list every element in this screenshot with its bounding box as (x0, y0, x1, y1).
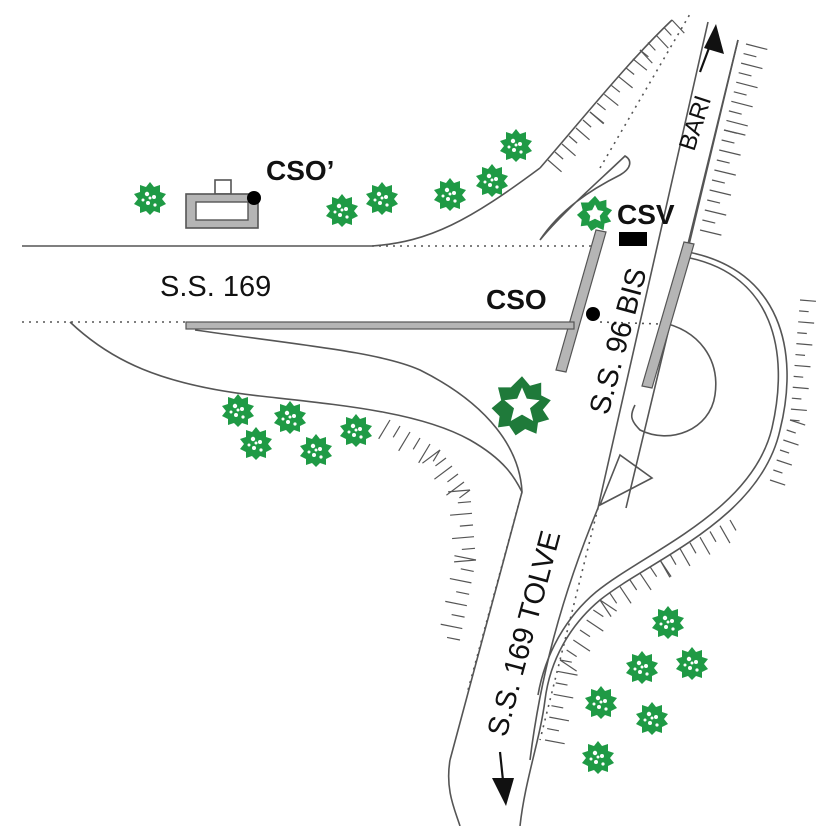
tree-icon (576, 195, 613, 232)
cso-prime-dot-icon (247, 191, 261, 205)
tree-icon (476, 164, 508, 197)
tree-icon (326, 194, 358, 227)
tree-icon (491, 376, 551, 436)
bridge-west-deck (555, 229, 607, 373)
tree-icon (652, 606, 684, 639)
bari-label: BARI (674, 92, 717, 154)
tree-icon (636, 702, 668, 735)
tree-icon (240, 427, 272, 460)
cso-prime-label: CSO’ (266, 155, 334, 186)
tree-icon (340, 414, 372, 447)
building-icon (185, 179, 259, 229)
embankment-southeast (544, 519, 737, 745)
csv-label: CSV (617, 199, 675, 230)
ss169-label: S.S. 169 (160, 271, 271, 303)
tree-icon (222, 394, 254, 427)
bridges (185, 229, 695, 389)
tree-icon (274, 401, 306, 434)
tree-icon (626, 651, 658, 684)
tree-icon (434, 178, 466, 211)
ss169-median (185, 321, 575, 330)
tree-icon (500, 129, 532, 162)
direction-arrow-bari-icon (698, 24, 724, 73)
station-markers (247, 191, 647, 321)
csv-marker-icon (619, 232, 647, 246)
bridge-east-deck (641, 241, 695, 389)
embankment-upper-right (539, 19, 685, 173)
tree-icon (585, 686, 617, 719)
ss96bis-label: S.S. 96 BIS (584, 265, 654, 418)
road-network (22, 13, 788, 826)
tree-icon (582, 741, 614, 774)
cso-dot-icon (586, 307, 600, 321)
tree-icon (366, 182, 398, 215)
embankment-southwest (378, 419, 477, 641)
tree-icon (300, 434, 332, 467)
trees (134, 129, 708, 774)
cso-label: CSO (486, 284, 547, 315)
tree-icon (134, 182, 166, 215)
direction-arrow-tolve-icon (492, 751, 514, 806)
tree-icon (676, 647, 708, 680)
